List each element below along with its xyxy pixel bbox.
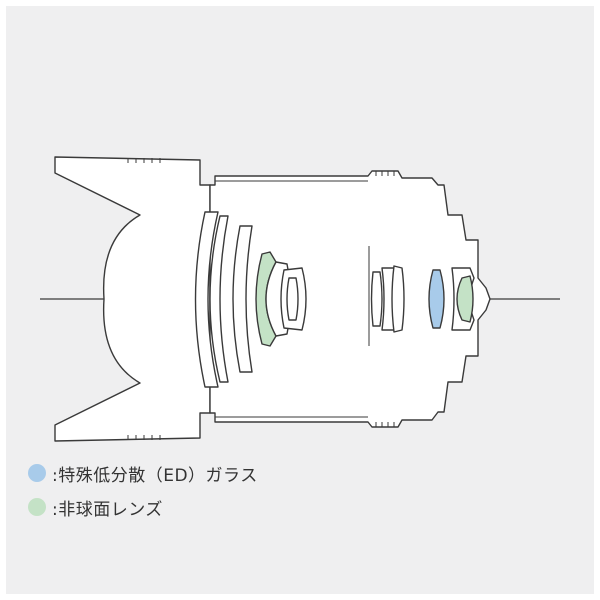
lens-element-7 [370, 271, 383, 327]
ed-glass-lens-element [428, 269, 445, 329]
lens-element-2 [209, 215, 229, 383]
lens-element-6 [286, 277, 299, 321]
aspherical-swatch [28, 498, 46, 516]
hood-grip-ridges [127, 158, 161, 440]
lens-element-5 [280, 267, 307, 331]
lens-element-3 [232, 225, 253, 373]
legend-label-ed-glass: :特殊低分散（ED）ガラス [52, 465, 258, 486]
aspherical-lens-element-rear [456, 275, 474, 323]
legend-label-aspherical: :非球面レンズ [52, 499, 163, 520]
lens-barrel [209, 170, 491, 428]
legend-item-aspherical: :非球面レンズ [28, 496, 258, 520]
legend: :特殊低分散（ED）ガラス :非球面レンズ [28, 462, 258, 530]
legend-item-ed-glass: :特殊低分散（ED）ガラス [28, 462, 258, 486]
lens-hood [54, 156, 211, 442]
lens-element-1 [194, 211, 219, 388]
ed-glass-swatch [28, 464, 46, 482]
barrel-ridges [215, 171, 395, 427]
lens-element-9 [391, 265, 405, 333]
